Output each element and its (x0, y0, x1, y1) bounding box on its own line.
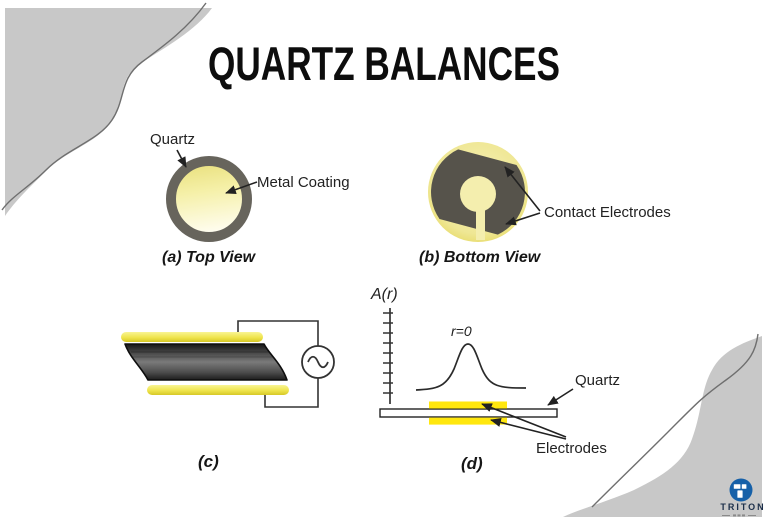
top-view-figure (166, 149, 258, 242)
axis-ticks (383, 312, 393, 394)
electrode-bar-top (121, 332, 263, 342)
caption-top-view: (a) Top View (162, 249, 256, 266)
keyhole-electrode-stem (476, 205, 485, 240)
caption-c: (c) (198, 452, 219, 471)
contact-electrodes-arrow-top (504, 166, 541, 212)
page-title-text: QUARTZ BALANCES (207, 38, 560, 91)
wire-top (237, 320, 319, 346)
peak-label: r=0 (451, 323, 472, 339)
page-title: QUARTZ BALANCES (0, 38, 768, 91)
wire-bottom (264, 378, 319, 408)
quartz-ring (166, 156, 252, 242)
triton-logo-icon (729, 478, 753, 502)
electrode-strip-bottom (429, 417, 507, 425)
label-quartz-a: Quartz (150, 131, 196, 148)
caption-d: (d) (461, 454, 483, 473)
sine-wave-icon (307, 355, 329, 369)
amplitude-figure (379, 308, 574, 440)
shear-figure (121, 320, 335, 408)
caption-bottom-view: (b) Bottom View (419, 249, 541, 266)
electrode-strip-top (429, 401, 507, 409)
quartz-plate-arrow (547, 388, 574, 406)
corner-blob-top-left (1, 2, 212, 216)
electrodes-arrow-upper (481, 403, 567, 438)
label-contact-electrodes: Contact Electrodes (544, 204, 671, 221)
logo-tagline-marks (722, 514, 756, 517)
electrode-bar-bottom (147, 385, 289, 395)
label-quartz-d: Quartz (575, 372, 621, 389)
label-metal-coating: Metal Coating (257, 174, 350, 191)
contact-electrodes-arrow-bottom (505, 212, 541, 226)
metal-coating-arrow (225, 181, 258, 195)
bell-curve (415, 343, 527, 391)
label-electrodes: Electrodes (536, 440, 607, 457)
quartz-arrow (176, 149, 187, 168)
amplitude-axis-label: A(r) (371, 286, 398, 303)
quartz-plate (379, 408, 558, 418)
bottom-view-figure (428, 142, 541, 242)
electrodes-arrow-lower (490, 417, 567, 440)
shear-slab (124, 343, 288, 381)
corner-blob-bottom-right (563, 333, 762, 517)
keyhole-electrode-circle (460, 176, 496, 212)
triton-logo-wordmark: TRITON (720, 502, 766, 512)
